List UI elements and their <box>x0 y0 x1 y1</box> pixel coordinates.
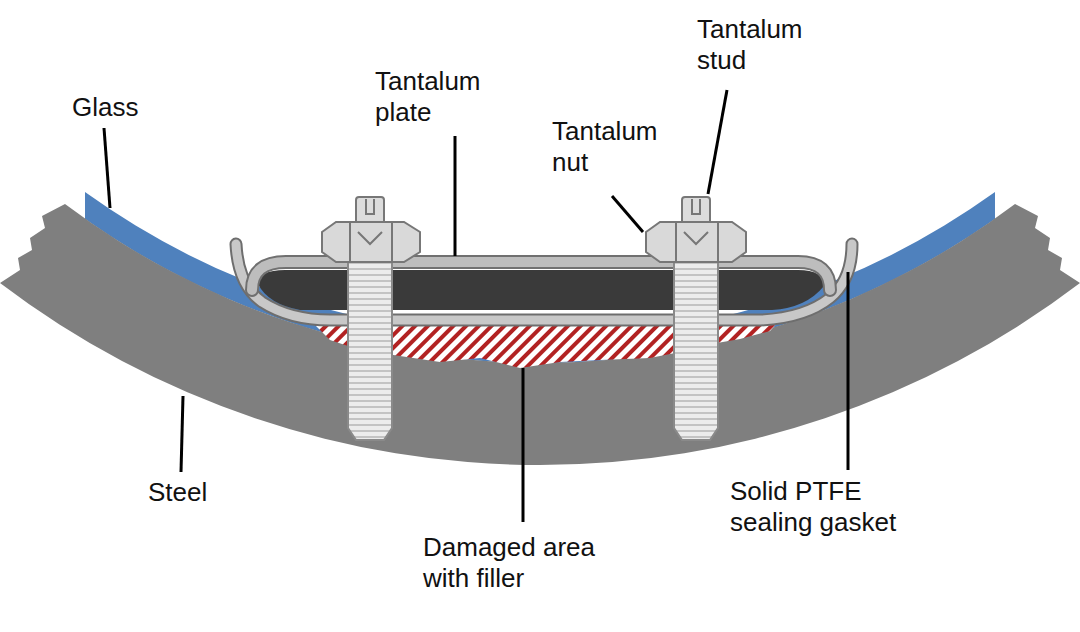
part-label: Tantalum plate <box>375 66 510 128</box>
stud-slot <box>366 199 374 214</box>
leader-line <box>181 396 183 472</box>
tantalum-nut <box>646 222 746 262</box>
tantalum-nut <box>322 222 420 262</box>
leader-line <box>454 136 457 256</box>
tantalum-plate <box>252 262 830 290</box>
part-label: Damaged area with filler <box>423 532 628 594</box>
steel-wall <box>0 204 1080 465</box>
leader-line <box>708 90 727 194</box>
part-label: Steel <box>148 477 258 508</box>
leader-line <box>847 272 850 470</box>
nut-faces <box>350 222 392 262</box>
nut-faces <box>676 222 718 262</box>
part-label: Solid PTFE sealing gasket <box>730 476 930 538</box>
leader-line <box>612 196 643 232</box>
leader-line <box>522 368 525 522</box>
part-label: Tantalum nut <box>552 116 687 178</box>
stud-slot <box>692 199 700 214</box>
part-label: Tantalum stud <box>697 14 832 76</box>
leader-line <box>104 128 110 208</box>
tantalum-plate-outline <box>252 262 830 290</box>
leader-lines <box>104 90 848 522</box>
gasket-core <box>258 270 824 310</box>
part-label: Glass <box>72 92 182 123</box>
